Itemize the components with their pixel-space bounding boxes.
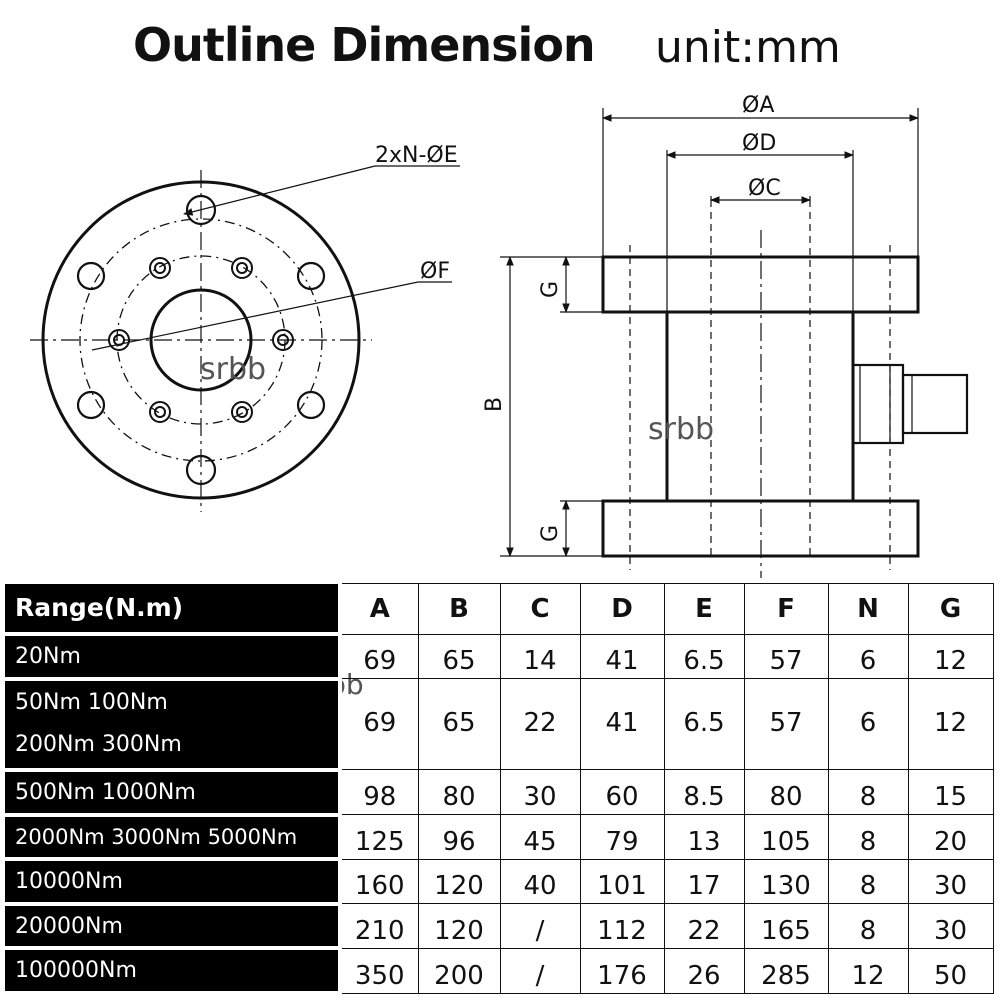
value-cell: 13 (663, 814, 745, 860)
col-header-b: B (417, 583, 501, 635)
range-cell: 20000Nm (5, 903, 342, 951)
value-cell: 12 (907, 678, 994, 771)
value-cell: 105 (743, 814, 829, 860)
value-cell: 96 (417, 814, 501, 860)
col-header-g: G (907, 583, 994, 635)
range-cell: 100000Nm (5, 948, 342, 995)
table-row: 100000Nm 350 200 / 176 26 285 12 50 (5, 947, 994, 995)
range-cell: 20Nm (5, 634, 342, 681)
length-label: B (482, 397, 507, 412)
flange-thickness-label-bottom: G (538, 525, 563, 542)
value-cell: 12 (907, 633, 994, 680)
value-cell: / (499, 903, 581, 949)
table-row: 500Nm 1000Nm 98 80 30 60 8.5 80 8 15 (5, 769, 994, 817)
value-cell: 69 (339, 633, 419, 680)
value-cell: 8 (827, 769, 909, 816)
body-dia-label: ØD (742, 131, 776, 156)
value-cell: 79 (579, 814, 665, 860)
value-cell: 125 (339, 814, 419, 860)
page-title: Outline Dimension unit:mm (0, 18, 1000, 84)
value-cell: 8 (827, 814, 909, 860)
value-cell: 285 (743, 947, 829, 994)
range-line: 200Nm 300Nm (15, 732, 182, 758)
value-cell: 120 (417, 858, 501, 905)
range-cell: 500Nm 1000Nm (5, 769, 342, 817)
title-main: Outline Dimension (133, 18, 596, 72)
hole-label: 2xN-ØE (375, 143, 458, 168)
range-cell: 2000Nm 3000Nm 5000Nm (5, 814, 342, 862)
value-cell: 210 (339, 903, 419, 949)
value-cell: 8.5 (663, 769, 745, 816)
value-cell: 30 (499, 769, 581, 816)
col-header-f: F (743, 583, 829, 635)
value-cell: 350 (339, 947, 419, 994)
value-cell: 30 (907, 858, 994, 905)
value-cell: 65 (417, 633, 501, 680)
range-cell: 10000Nm (5, 859, 342, 906)
table-row: 20Nm 69 65 14 41 6.5 57 6 12 (5, 633, 994, 681)
value-cell: 22 (663, 903, 745, 949)
value-cell: 41 (579, 678, 665, 771)
side-view (500, 108, 969, 578)
watermark: srbb (648, 412, 715, 447)
value-cell: 6 (827, 633, 909, 680)
table-header-row: Range(N.m) A B C D E F N G (5, 583, 994, 637)
value-cell: 45 (499, 814, 581, 860)
table-row: 2000Nm 3000Nm 5000Nm 125 96 45 79 13 105… (5, 814, 994, 862)
value-cell: 120 (417, 903, 501, 949)
outer-dia-label: ØA (742, 93, 774, 118)
value-cell: 22 (499, 678, 581, 771)
value-cell: 130 (743, 858, 829, 905)
value-cell: 6 (827, 678, 909, 771)
col-header-e: E (663, 583, 745, 635)
table-row: 50Nm 100Nm 200Nm 300Nm 69 65 22 41 6.5 5… (5, 678, 994, 772)
watermark: srbb (200, 352, 267, 387)
col-header-d: D (579, 583, 665, 635)
value-cell: 65 (417, 678, 501, 771)
col-header-c: C (499, 583, 581, 635)
value-cell: 6.5 (663, 678, 745, 771)
range-line: 50Nm 100Nm (15, 690, 168, 716)
value-cell: 17 (663, 858, 745, 905)
table-row: 10000Nm 160 120 40 101 17 130 8 30 (5, 858, 994, 906)
col-header-n: N (827, 583, 909, 635)
value-cell: 57 (743, 678, 829, 771)
value-cell: 14 (499, 633, 581, 680)
value-cell: 69 (339, 678, 419, 771)
value-cell: 26 (663, 947, 745, 994)
value-cell: 176 (579, 947, 665, 994)
front-view (30, 165, 460, 512)
value-cell: 200 (417, 947, 501, 994)
value-cell: 101 (579, 858, 665, 905)
value-cell: 80 (743, 769, 829, 816)
range-cell: 50Nm 100Nm 200Nm 300Nm (5, 678, 342, 772)
range-header: Range(N.m) (5, 583, 342, 637)
col-header-a: A (339, 583, 419, 635)
bolt-circle-label: ØF (420, 259, 450, 284)
value-cell: 98 (339, 769, 419, 816)
flange-thickness-label-top: G (538, 281, 563, 298)
value-cell: 8 (827, 903, 909, 949)
table-row: 20000Nm 210 120 / 112 22 165 8 30 (5, 903, 994, 951)
value-cell: 50 (907, 947, 994, 994)
value-cell: 60 (579, 769, 665, 816)
technical-drawing: 2xN-ØE ØF (30, 93, 969, 578)
value-cell: 6.5 (663, 633, 745, 680)
value-cell: 57 (743, 633, 829, 680)
value-cell: 165 (743, 903, 829, 949)
value-cell: 41 (579, 633, 665, 680)
value-cell: 12 (827, 947, 909, 994)
dimension-table: Range(N.m) A B C D E F N G 20Nm 69 65 14… (5, 583, 994, 995)
value-cell: 40 (499, 858, 581, 905)
value-cell: / (499, 947, 581, 994)
bore-dia-label: ØC (748, 176, 781, 201)
value-cell: 30 (907, 903, 994, 949)
value-cell: 160 (339, 858, 419, 905)
value-cell: 112 (579, 903, 665, 949)
value-cell: 8 (827, 858, 909, 905)
value-cell: 80 (417, 769, 501, 816)
title-unit: unit:mm (655, 22, 841, 73)
value-cell: 20 (907, 814, 994, 860)
value-cell: 15 (907, 769, 994, 816)
